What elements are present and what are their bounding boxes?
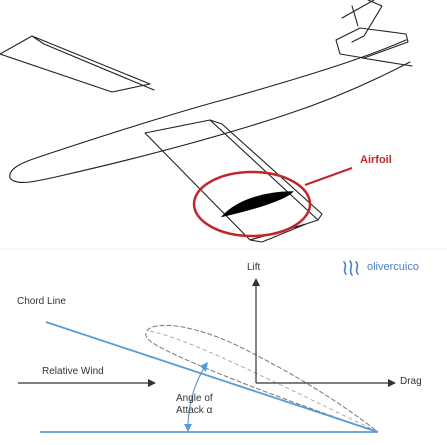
drag-arrowhead bbox=[388, 379, 396, 387]
lift-label: Lift bbox=[247, 262, 261, 273]
angle-of-attack-arc bbox=[187, 364, 207, 429]
airfoil-camber-line bbox=[149, 330, 379, 433]
airfoil-pointer-line bbox=[304, 167, 353, 186]
angle-of-attack-line1: Angle of bbox=[176, 393, 213, 404]
airfoil-section-shape bbox=[220, 191, 294, 218]
horizontal-stabilizer bbox=[335, 27, 413, 67]
far-wing bbox=[0, 35, 155, 93]
airfoil-highlight-ellipse bbox=[192, 170, 312, 238]
airplane-illustration bbox=[0, 0, 413, 243]
fuselage bbox=[9, 39, 411, 184]
lift-arrowhead bbox=[252, 278, 260, 286]
relative-wind-arrowhead bbox=[148, 379, 156, 387]
angle-of-attack-label: Angle of Attack α bbox=[176, 393, 236, 417]
angle-arc-arrowhead-top bbox=[200, 362, 208, 372]
tail-fin bbox=[341, 0, 383, 43]
relative-wind-label: Relative Wind bbox=[42, 366, 104, 377]
chord-line bbox=[45, 321, 379, 433]
drag-label: Drag bbox=[400, 376, 422, 387]
steem-logo-icon bbox=[343, 260, 359, 276]
airfoil-label: Airfoil bbox=[360, 154, 392, 166]
near-wing bbox=[144, 119, 323, 241]
chord-line-label: Chord Line bbox=[17, 296, 66, 307]
brand-name: olivercuico bbox=[367, 261, 419, 273]
angle-of-attack-line2: Attack α bbox=[176, 405, 213, 416]
angle-arc-arrowhead-bottom bbox=[184, 424, 192, 432]
